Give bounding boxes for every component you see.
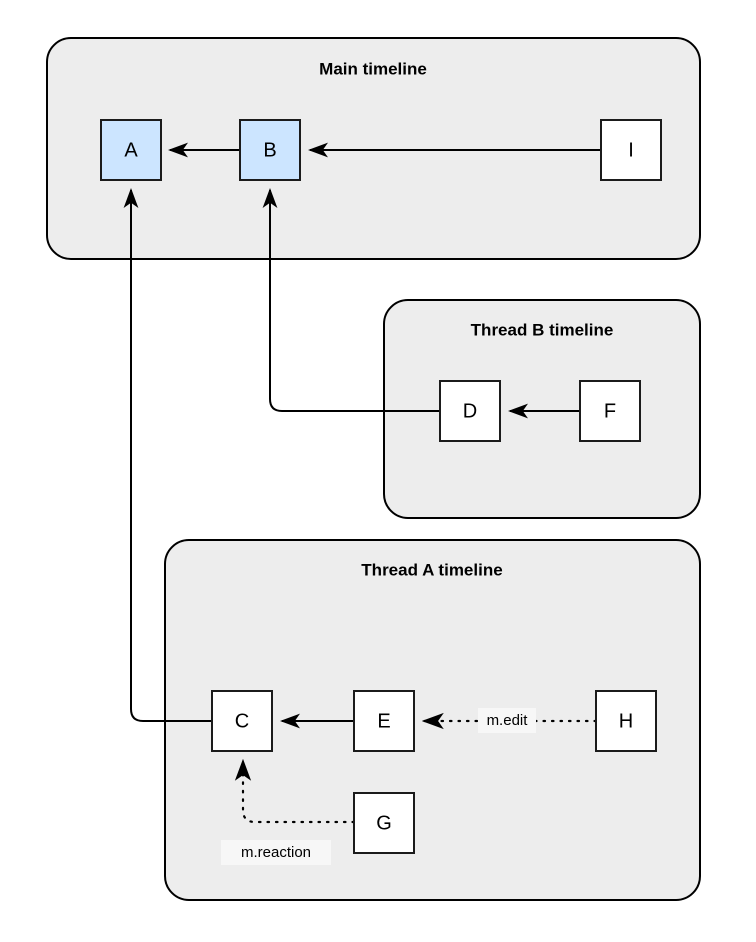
edge-c-to-a-path	[123, 188, 212, 722]
node-h-rect[interactable]	[595, 690, 657, 752]
group-thread-b-timeline: Thread B timeline	[383, 299, 701, 519]
edge-d-to-b	[262, 188, 440, 412]
group-main-timeline: Main timeline	[46, 37, 701, 260]
node-c[interactable]: C	[211, 690, 273, 752]
node-h-label: H	[619, 710, 633, 732]
edge-c-to-a	[123, 188, 212, 722]
node-b-label: B	[263, 139, 276, 161]
node-d-rect[interactable]	[439, 380, 501, 442]
edge-h-to-e-label-bg	[478, 708, 536, 733]
node-b[interactable]: B	[239, 119, 301, 181]
node-f-label: F	[604, 400, 616, 422]
edge-h-to-e: m.edit	[421, 708, 598, 733]
node-f[interactable]: F	[579, 380, 641, 442]
node-c-rect[interactable]	[211, 690, 273, 752]
node-e[interactable]: E	[353, 690, 415, 752]
group-thread-b-timeline-title: Thread B timeline	[471, 320, 614, 339]
node-e-label: E	[377, 710, 390, 732]
node-h[interactable]: H	[595, 690, 657, 752]
node-a-label: A	[124, 139, 138, 161]
node-i-rect[interactable]	[600, 119, 662, 181]
node-b-rect[interactable]	[239, 119, 301, 181]
node-c-label: C	[235, 710, 249, 732]
node-a-rect[interactable]	[100, 119, 162, 181]
group-thread-a-timeline-title: Thread A timeline	[361, 560, 502, 579]
node-f-rect[interactable]	[579, 380, 641, 442]
node-g[interactable]: G	[353, 792, 415, 854]
group-main-timeline-rect	[46, 37, 701, 260]
edge-g-to-c-label: m.reaction	[241, 844, 311, 861]
node-g-rect[interactable]	[353, 792, 415, 854]
node-d[interactable]: D	[439, 380, 501, 442]
node-i[interactable]: I	[600, 119, 662, 181]
node-d-label: D	[463, 400, 477, 422]
group-main-timeline-title: Main timeline	[319, 59, 427, 78]
edge-d-to-b-path	[262, 188, 440, 412]
edge-g-to-c-path	[234, 758, 356, 824]
edge-h-to-e-label: m.edit	[487, 712, 529, 729]
node-g-label: G	[376, 812, 392, 834]
edge-g-to-c-label-bg	[221, 840, 331, 865]
group-thread-b-timeline-rect	[383, 299, 701, 519]
edge-g-to-c: m.reaction	[221, 758, 356, 865]
node-i-label: I	[628, 139, 634, 161]
node-a[interactable]: A	[100, 119, 162, 181]
node-e-rect[interactable]	[353, 690, 415, 752]
